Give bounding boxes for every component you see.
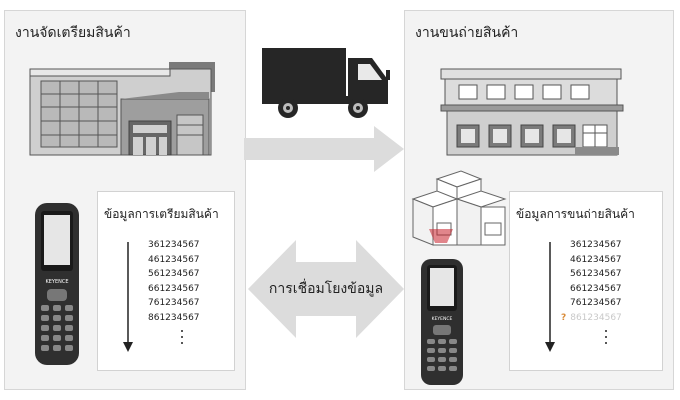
- truck-icon: [262, 48, 390, 118]
- picking-item-list: 361234567 461234567 561234567 661234567 …: [148, 238, 200, 325]
- device-brand: KEYENCE: [45, 279, 68, 285]
- loading-data-title: ข้อมูลการขนถ่ายสินค้า: [516, 207, 635, 221]
- down-arrow-icon: [545, 242, 555, 352]
- loading-panel-title: งานขนถ่ายสินค้า: [415, 25, 519, 41]
- list-item: 361234567: [148, 240, 200, 250]
- loading-dock-icon: [440, 68, 624, 156]
- handheld-scanner-icon: KEYENCE: [35, 203, 79, 365]
- picking-panel: งานจัดเตรียมสินค้า KEYENCE: [4, 10, 246, 390]
- handheld-scanner-icon: KEYENCE: [421, 259, 463, 385]
- list-item: 861234567: [148, 312, 200, 323]
- missing-list-item: ?861234567: [561, 311, 622, 326]
- loading-panel: งานขนถ่ายสินค้า: [404, 10, 674, 390]
- picking-data-box: ข้อมูลการเตรียมสินค้า 361234567 46123456…: [97, 191, 235, 371]
- missing-mark: ?: [561, 312, 567, 323]
- list-item: 461234567: [570, 254, 622, 265]
- list-item: 661234567: [148, 283, 200, 294]
- down-arrow-icon: [123, 242, 133, 352]
- list-item: 361234567: [570, 240, 622, 250]
- missing-item-code: 861234567: [570, 312, 622, 323]
- scan-beam-icon: [429, 229, 453, 243]
- list-item: 461234567: [148, 254, 200, 265]
- list-item: 761234567: [148, 298, 200, 308]
- loading-item-list: 361234567 461234567 561234567 661234567 …: [561, 238, 622, 326]
- ellipsis-dots: [604, 330, 608, 348]
- picking-panel-title: งานจัดเตรียมสินค้า: [15, 25, 131, 41]
- list-item: 661234567: [570, 283, 622, 294]
- warehouse-icon: [29, 62, 215, 156]
- ellipsis-dots: [180, 330, 184, 348]
- data-link-label: การเชื่อมโยงข้อมูล: [268, 281, 384, 297]
- list-item: 561234567: [148, 269, 200, 279]
- device-brand: KEYENCE: [432, 316, 453, 322]
- list-item: 561234567: [570, 269, 622, 279]
- double-arrow-icon: [248, 240, 404, 338]
- flow-arrow-icon: [244, 126, 404, 172]
- list-item: 761234567: [570, 298, 622, 308]
- loading-data-box: ข้อมูลการขนถ่ายสินค้า 361234567 46123456…: [509, 191, 663, 371]
- picking-data-title: ข้อมูลการเตรียมสินค้า: [104, 207, 219, 221]
